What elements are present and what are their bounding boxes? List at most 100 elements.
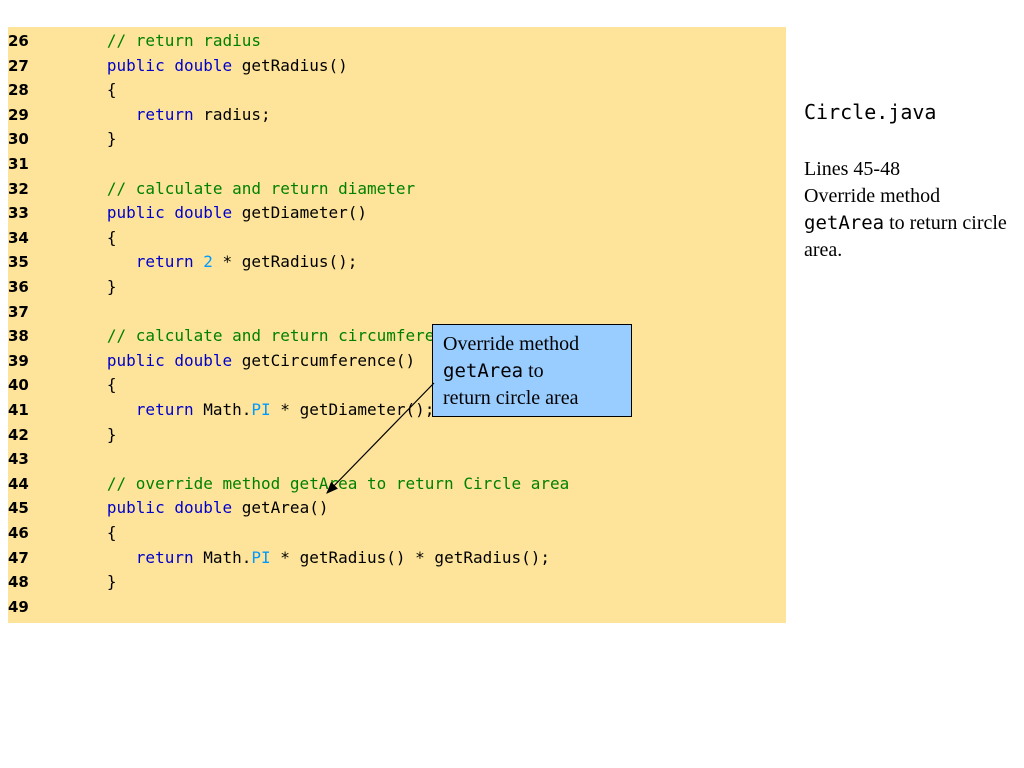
callout-text: Override method bbox=[443, 333, 580, 355]
side-note-rest: to return circle area. bbox=[804, 212, 1007, 261]
code-token: getRadius() bbox=[241, 55, 348, 75]
line-number: 43 bbox=[8, 450, 29, 469]
code-text: } bbox=[78, 423, 117, 447]
code-literal: 2 bbox=[203, 252, 213, 272]
code-line: 43 bbox=[8, 447, 786, 471]
code-text: public double getRadius() bbox=[78, 54, 348, 78]
code-text: } bbox=[78, 275, 117, 299]
code-text: public double getCircumference() bbox=[78, 349, 415, 373]
callout-code: getArea bbox=[443, 360, 524, 382]
line-number: 38 bbox=[8, 327, 29, 346]
code-keyword: return bbox=[78, 400, 204, 419]
code-line: 47 return Math.PI * getRadius() * getRad… bbox=[8, 546, 786, 570]
code-text: public double getArea() bbox=[78, 496, 329, 520]
code-line: 27 public double getRadius() bbox=[8, 54, 786, 78]
line-number: 32 bbox=[8, 179, 29, 198]
line-number: 30 bbox=[8, 130, 29, 149]
line-number: 33 bbox=[8, 204, 29, 223]
code-token: { bbox=[78, 375, 117, 395]
line-number: 29 bbox=[8, 105, 29, 124]
code-keyword: return bbox=[78, 252, 204, 272]
code-line: 28 { bbox=[8, 78, 786, 102]
code-line: 34 { bbox=[8, 226, 786, 250]
code-keyword: public double bbox=[78, 203, 242, 223]
line-number: 27 bbox=[8, 56, 29, 75]
code-line: 35 return 2 * getRadius(); bbox=[8, 250, 786, 274]
line-number: 39 bbox=[8, 351, 29, 370]
side-note: Lines 45-48 Override method getArea to r… bbox=[804, 156, 1014, 264]
code-line: 49 bbox=[8, 595, 786, 619]
code-token: radius; bbox=[203, 104, 271, 124]
line-number: 37 bbox=[8, 302, 29, 321]
code-token: Math. bbox=[203, 400, 252, 419]
code-text: // override method getArea to return Cir… bbox=[78, 472, 569, 496]
code-token: } bbox=[78, 129, 117, 149]
code-token: getDiameter() bbox=[241, 203, 367, 223]
code-keyword: public double bbox=[78, 350, 242, 370]
line-number: 45 bbox=[8, 499, 29, 518]
code-comment: // return radius bbox=[78, 31, 262, 50]
code-line: 40 { bbox=[8, 373, 786, 397]
side-note-code: getArea bbox=[804, 212, 885, 234]
code-keyword: public double bbox=[78, 498, 242, 518]
code-text: return Math.PI * getDiameter(); bbox=[78, 398, 435, 422]
code-line: 30 } bbox=[8, 127, 786, 151]
code-text: { bbox=[78, 373, 117, 397]
code-text: // calculate and return circumference bbox=[78, 324, 463, 348]
code-keyword: public double bbox=[78, 55, 242, 75]
code-line: 33 public double getDiameter() bbox=[8, 201, 786, 225]
code-line: 45 public double getArea() bbox=[8, 496, 786, 520]
line-number: 46 bbox=[8, 524, 29, 542]
code-text: return Math.PI * getRadius() * getRadius… bbox=[78, 546, 550, 570]
line-number: 44 bbox=[8, 474, 29, 493]
code-line: 41 return Math.PI * getDiameter(); bbox=[8, 398, 786, 422]
code-line: 46 { bbox=[8, 521, 786, 545]
line-number: 28 bbox=[8, 81, 29, 100]
file-name: Circle.java bbox=[804, 100, 937, 124]
code-text: public double getDiameter() bbox=[78, 201, 367, 225]
line-number: 31 bbox=[8, 155, 29, 173]
code-token: { bbox=[78, 227, 117, 247]
code-line: 39 public double getCircumference() bbox=[8, 349, 786, 373]
code-text: { bbox=[78, 521, 117, 545]
code-token: } bbox=[78, 277, 117, 296]
code-text: { bbox=[78, 226, 117, 250]
callout-text-end: return circle area bbox=[443, 387, 579, 409]
code-line: 29 return radius; bbox=[8, 103, 786, 127]
code-token: * getRadius(); bbox=[212, 252, 358, 272]
line-number: 26 bbox=[8, 32, 29, 50]
line-number: 36 bbox=[8, 278, 29, 296]
code-keyword: return bbox=[78, 547, 204, 567]
code-token: Math. bbox=[203, 547, 252, 567]
code-comment: // calculate and return circumference bbox=[78, 326, 464, 346]
code-line: 37 bbox=[8, 300, 786, 324]
code-token: { bbox=[78, 80, 117, 100]
code-line: 36 } bbox=[8, 275, 786, 299]
code-comment: // override method getArea to return Cir… bbox=[78, 473, 570, 493]
code-token: getCircumference() bbox=[241, 350, 416, 370]
code-token: } bbox=[78, 424, 117, 444]
code-text: } bbox=[78, 127, 117, 151]
code-text: { bbox=[78, 78, 117, 102]
code-token: * getDiameter(); bbox=[270, 400, 435, 419]
code-text: } bbox=[78, 570, 117, 594]
code-token: { bbox=[78, 523, 117, 542]
line-number: 35 bbox=[8, 253, 29, 272]
callout-text-to: to bbox=[523, 360, 544, 382]
line-number: 42 bbox=[8, 425, 29, 444]
code-literal: PI bbox=[251, 547, 271, 567]
line-number: 47 bbox=[8, 548, 29, 567]
code-token: getArea() bbox=[241, 498, 329, 518]
line-number: 34 bbox=[8, 228, 29, 247]
code-line: 31 bbox=[8, 152, 786, 176]
code-line: 44 // override method getArea to return … bbox=[8, 472, 786, 496]
side-note-text: Override method bbox=[804, 185, 941, 207]
code-line: 48 } bbox=[8, 570, 786, 594]
line-number: 49 bbox=[8, 597, 29, 616]
code-token: } bbox=[78, 572, 117, 592]
code-listing: 26 // return radius 27 public double getR… bbox=[8, 27, 786, 623]
code-line: 38 // calculate and return circumference bbox=[8, 324, 786, 348]
code-line: 42 } bbox=[8, 423, 786, 447]
code-text: return radius; bbox=[78, 103, 271, 127]
code-line: 32 // calculate and return diameter bbox=[8, 177, 786, 201]
